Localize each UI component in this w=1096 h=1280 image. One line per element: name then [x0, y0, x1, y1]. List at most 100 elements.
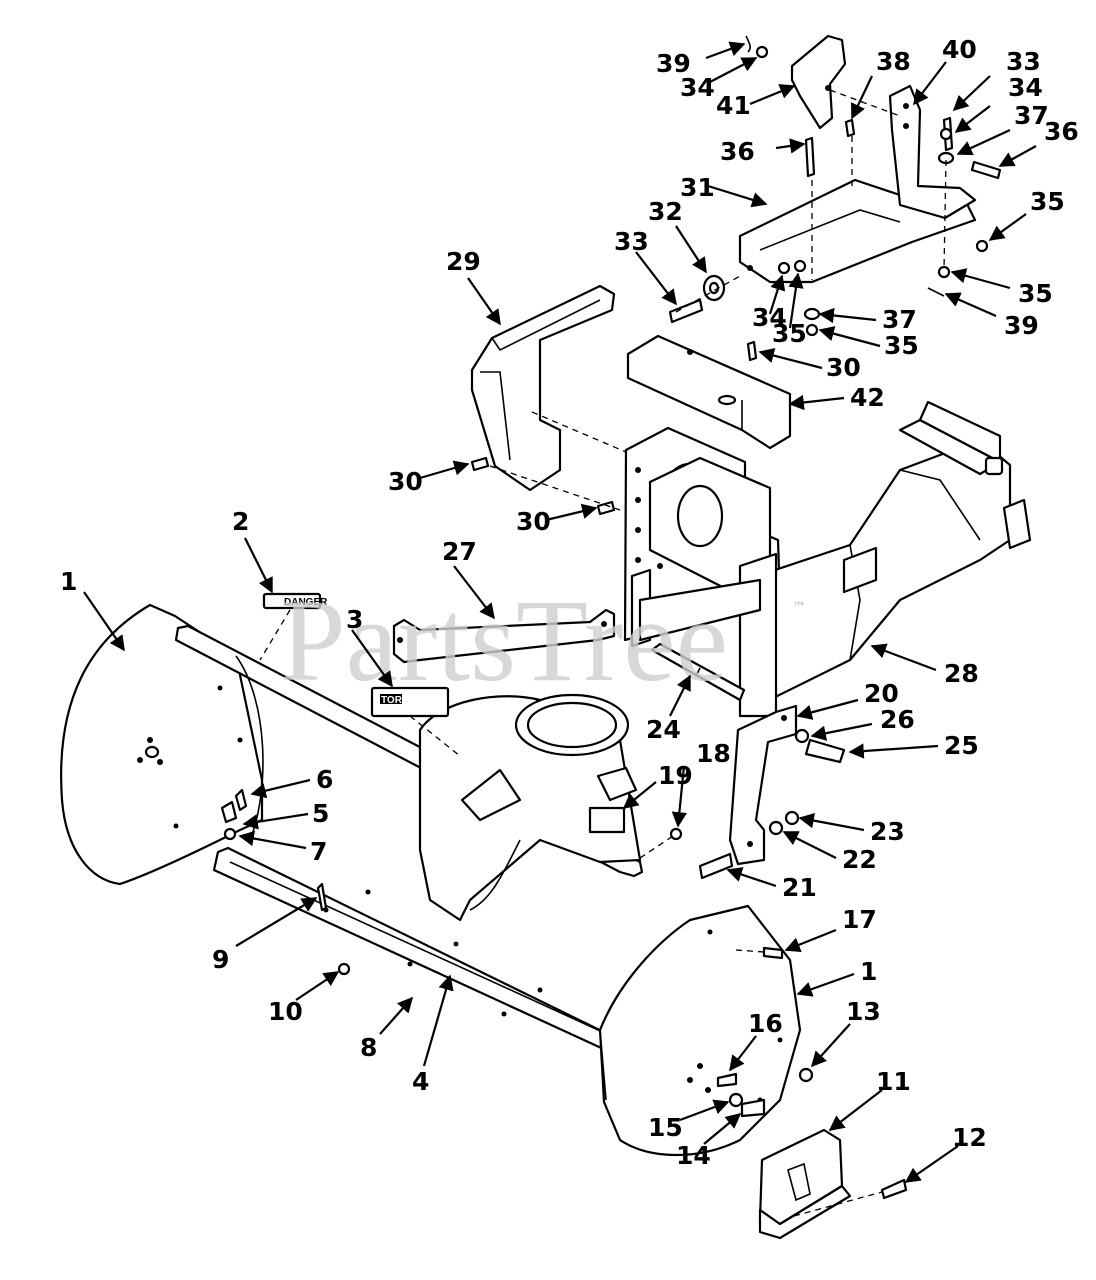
leader-arrow	[726, 867, 777, 888]
callout-number: 19	[658, 761, 693, 790]
callout-c19: 19	[622, 761, 693, 809]
part-32-grommet	[702, 274, 726, 302]
callout-c14: 14	[676, 1113, 742, 1170]
leader-arrow	[998, 145, 1037, 167]
callout-number: 30	[388, 467, 423, 496]
part-34-washer	[777, 261, 791, 275]
callout-number: 14	[676, 1141, 711, 1170]
callout-number: 33	[614, 227, 649, 256]
part-29-deflector	[470, 284, 616, 492]
callout-c38: 38	[851, 47, 911, 120]
part-9-bolt	[316, 882, 328, 912]
leader-arrow	[351, 629, 393, 688]
callout-number: 27	[442, 537, 477, 566]
part-18-nut	[669, 827, 683, 841]
leader-arrow	[545, 503, 598, 522]
callout-c33b: 33	[952, 47, 1041, 112]
part-30-bolt-top	[746, 340, 758, 362]
callout-c30a: 30	[388, 460, 470, 496]
callout-number: 35	[1030, 187, 1065, 216]
callout-number: 38	[876, 47, 911, 76]
callout-c10: 10	[268, 971, 340, 1026]
callout-number: 24	[646, 715, 681, 744]
callout-number: 34	[1008, 73, 1043, 102]
part-1-housing-right	[598, 904, 802, 1157]
leader-arrow	[635, 251, 677, 306]
leader-arrow	[729, 1035, 757, 1072]
callout-c33a: 33	[614, 227, 677, 306]
leader-arrow	[904, 1145, 959, 1183]
danger-decal-text: DANGER	[284, 597, 328, 608]
callout-c13: 13	[810, 997, 881, 1068]
leader-arrow	[238, 830, 307, 850]
callout-c35a: 35	[772, 272, 807, 348]
part-30-bolt-mid	[596, 500, 616, 516]
callout-number: 30	[826, 353, 861, 382]
callout-c7: 7	[238, 830, 327, 866]
callout-c9: 9	[212, 897, 318, 974]
part-7-nut	[223, 827, 237, 841]
leader-arrow	[954, 105, 991, 133]
part-24-shaft	[650, 642, 746, 702]
part-1-housing-left	[60, 603, 264, 886]
leader-arrow	[798, 812, 865, 832]
leader-arrow	[944, 292, 997, 318]
callout-c41: 41	[716, 84, 796, 120]
callout-number: 7	[310, 837, 327, 866]
part-30-bolt-left	[470, 456, 490, 472]
callout-number: 8	[360, 1033, 377, 1062]
leader-arrow	[295, 971, 340, 1001]
callout-c34b: 34	[752, 274, 787, 332]
part-35-nut	[793, 259, 807, 273]
part-14-bolt	[740, 1098, 766, 1118]
callout-number: 39	[656, 49, 691, 78]
callout-c4: 4	[412, 974, 454, 1096]
leader-arrow	[669, 674, 691, 717]
part-20-mount-arm	[728, 704, 798, 866]
leader-arrow	[796, 972, 855, 997]
part-22-washer	[768, 820, 784, 836]
leader-arrow	[709, 57, 758, 83]
callout-c42: 42	[788, 383, 885, 412]
callout-c16: 16	[729, 1009, 783, 1072]
leader-arrow	[952, 75, 991, 112]
callout-c1b: 1	[796, 957, 877, 997]
callout-c35c: 35	[950, 268, 1053, 308]
decal-3-toro: TORO	[370, 686, 450, 718]
callout-c36a: 36	[720, 137, 806, 166]
callout-number: 36	[720, 137, 755, 166]
leader-arrow	[988, 213, 1027, 241]
callout-number: 35	[884, 331, 919, 360]
callout-number: 34	[680, 73, 715, 102]
callout-c32: 32	[648, 197, 707, 274]
part-35-nut-bottom	[805, 323, 819, 337]
callout-number: 17	[842, 905, 877, 934]
part-6-bolt	[234, 788, 248, 812]
leader-arrow	[758, 348, 823, 370]
leader-arrow	[828, 1089, 883, 1131]
callout-number: 23	[870, 817, 905, 846]
leader-arrow	[818, 307, 877, 324]
part-34-washer-top	[755, 45, 769, 59]
part-35-nut-lower	[937, 265, 951, 279]
callout-number: 4	[412, 1067, 429, 1096]
leader-arrow	[250, 778, 311, 799]
callout-number: 12	[952, 1123, 987, 1152]
callout-number: 33	[1006, 47, 1041, 76]
callout-number: 25	[944, 731, 979, 760]
callout-number: 35	[1018, 279, 1053, 308]
part-41-chute-bracket	[790, 34, 847, 130]
callout-c21: 21	[726, 867, 817, 902]
callout-number: 18	[696, 739, 731, 768]
part-38-pin	[844, 118, 856, 138]
callout-c12: 12	[904, 1123, 987, 1183]
callout-number: 22	[842, 845, 877, 874]
callout-number: 6	[316, 765, 333, 794]
watermark: PartsTree ™	[280, 575, 806, 706]
leader-arrow	[467, 277, 501, 326]
part-28-main-frame	[623, 400, 1032, 718]
leader-arrow	[422, 974, 454, 1067]
callout-number: 41	[716, 91, 751, 120]
leader-arrow	[453, 565, 495, 620]
